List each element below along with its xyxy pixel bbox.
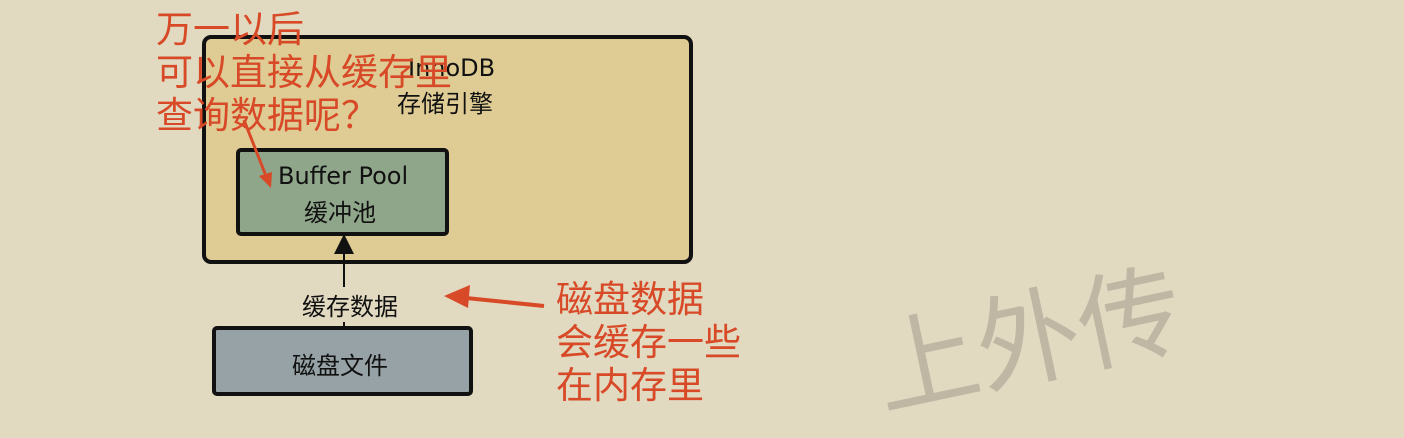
buffer-pool-subtitle: 缓冲池 bbox=[304, 199, 376, 227]
annotation-right: 磁盘数据 会缓存一些 在内存里 bbox=[556, 278, 741, 407]
annotation-right-arrow bbox=[465, 296, 545, 308]
annotation-right-arrowhead bbox=[444, 285, 470, 308]
annotation-top-line: 查询数据呢？ bbox=[156, 94, 378, 137]
disk-file-label: 磁盘文件 bbox=[292, 352, 388, 380]
cache-data-label: 缓存数据 bbox=[300, 287, 400, 322]
annotation-top-line: 可以直接从缓存里 bbox=[156, 51, 452, 94]
disk-file-box bbox=[212, 326, 473, 396]
innodb-subtitle: 存储引擎 bbox=[397, 90, 493, 118]
annotation-top-arrow bbox=[242, 119, 268, 177]
annotation-top-line: 万一以后 bbox=[156, 8, 304, 51]
buffer-pool-title: Buffer Pool bbox=[278, 162, 409, 190]
innodb-title: InnoDB bbox=[408, 54, 496, 82]
annotation-right-line: 在内存里 bbox=[556, 364, 704, 407]
annotation-top: 万一以后 可以直接从缓存里 查询数据呢？ bbox=[156, 8, 452, 137]
annotation-top-arrowhead bbox=[259, 172, 272, 188]
annotation-right-line: 磁盘数据 bbox=[556, 278, 704, 321]
annotation-right-line: 会缓存一些 bbox=[556, 321, 741, 364]
buffer-pool-box bbox=[236, 148, 449, 236]
